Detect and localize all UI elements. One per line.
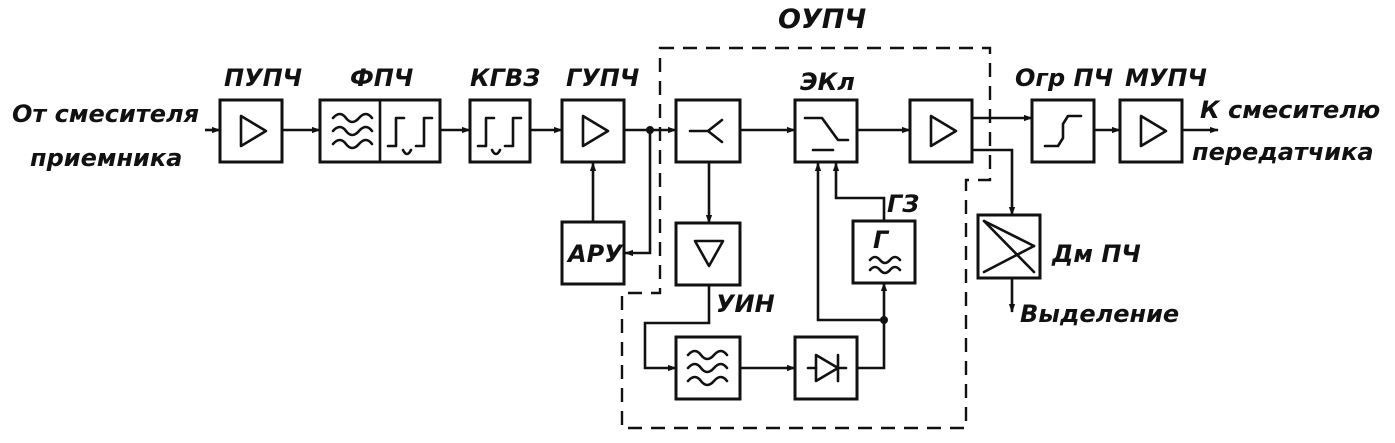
- filter-icon: [686, 349, 729, 387]
- output-label-line1: К смесителю: [1200, 96, 1380, 124]
- aru-label: АРУ: [566, 240, 624, 268]
- kgvz-block: [468, 98, 532, 164]
- oupch-label: ОУПЧ: [778, 4, 866, 35]
- ekl-block: [793, 98, 859, 164]
- ogr-pch-block: [1030, 98, 1096, 164]
- output-amplifier-block: [908, 98, 974, 164]
- mupch-block: [1118, 98, 1184, 164]
- aru-block: [560, 220, 626, 286]
- amplifier-icon: [581, 114, 610, 148]
- fpch-block: [318, 98, 442, 164]
- amplifier-icon: [929, 114, 958, 148]
- kgvz-label: КГВЗ: [470, 64, 540, 92]
- mupch-label: МУПЧ: [1125, 64, 1207, 92]
- uin-filter-block: [674, 335, 742, 401]
- junction-dot: [880, 316, 888, 324]
- dm-pch-block: [976, 213, 1042, 280]
- splitter-block: [674, 98, 742, 164]
- signal-lines: [205, 114, 1219, 372]
- input-label-line2: приемника: [30, 144, 182, 172]
- ekl-label: ЭКл: [800, 68, 855, 96]
- pupch-label: ПУПЧ: [224, 64, 302, 92]
- attenuator-down-icon: [693, 239, 725, 268]
- delay-icon: [476, 116, 523, 156]
- oupch-boundary: [620, 46, 992, 430]
- dm-pch-label: Дм ПЧ: [1051, 240, 1141, 268]
- ogr-pch-label: Огр ПЧ: [1015, 64, 1113, 92]
- switch-icon: [803, 116, 850, 152]
- vydelenie-label: Выделение: [1020, 300, 1179, 328]
- amplifier-icon: [1139, 114, 1168, 148]
- gz-glyph: Г: [873, 226, 890, 254]
- limiter-icon: [1043, 114, 1083, 148]
- demodulator-icon: [982, 219, 1036, 274]
- gz-label: ГЗ: [887, 190, 919, 218]
- attenuator-block: [674, 221, 742, 287]
- input-label-line1: От смесителя: [12, 100, 199, 128]
- generator-wave-icon: [868, 255, 902, 275]
- fpch-label: ФПЧ: [350, 64, 413, 92]
- pupch-block: [218, 98, 284, 164]
- splitter-icon: [688, 118, 724, 144]
- gz-block: Г: [851, 219, 917, 285]
- diode-icon: [806, 353, 848, 383]
- amplifier-icon: [239, 114, 268, 148]
- junction-dot: [646, 126, 654, 134]
- filter-icon: [331, 112, 374, 150]
- delay-icon: [386, 116, 434, 156]
- detector-block: [793, 335, 859, 401]
- gupch-block: [560, 98, 626, 164]
- output-label-line2: передатчика: [1192, 138, 1374, 166]
- gupch-label: ГУПЧ: [566, 64, 639, 92]
- uin-label: УИН: [716, 290, 775, 318]
